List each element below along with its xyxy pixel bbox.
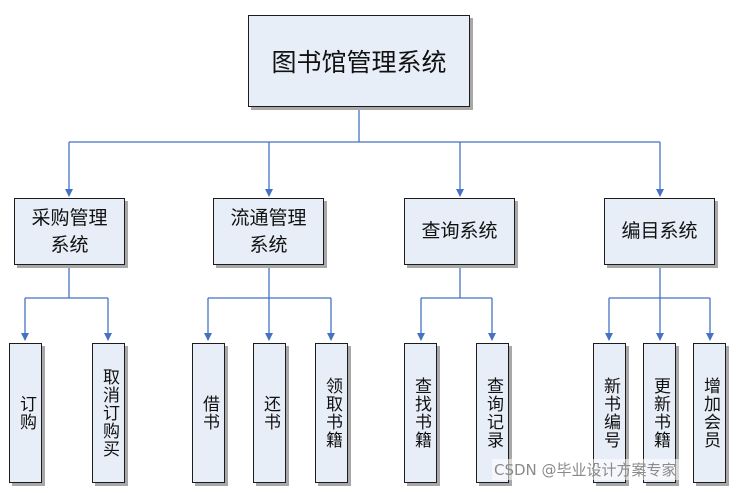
watermark: CSDN @毕业设计方案专家 <box>492 459 679 480</box>
module-circulation-label-line-1: 流通管理 <box>230 206 307 229</box>
leaf-find-books-label: 查找书籍 <box>411 377 431 449</box>
leaf-query-records-label: 查询记录 <box>483 377 503 449</box>
root-node: 图书馆管理系统 <box>248 15 470 107</box>
leaf-order: 订购 <box>9 343 42 483</box>
leaf-return-label: 还书 <box>260 395 280 431</box>
leaf-return: 还书 <box>253 343 286 483</box>
leaf-find-books: 查找书籍 <box>404 343 437 483</box>
leaf-cancel-order: 取消订购买 <box>92 343 125 483</box>
module-cataloging-label: 编目系统 <box>621 220 698 242</box>
module-query-label: 查询系统 <box>421 220 498 242</box>
leaf-add-member-label: 增加会员 <box>700 377 720 449</box>
module-procurement-label-line-2: 系统 <box>50 233 89 256</box>
module-query: 查询系统 <box>404 198 515 265</box>
root-label: 图书馆管理系统 <box>271 48 447 77</box>
leaf-order-label: 订购 <box>16 395 36 431</box>
module-cataloging: 编目系统 <box>604 198 715 265</box>
module-circulation: 流通管理 系统 <box>213 198 324 265</box>
leaf-borrow: 借书 <box>192 343 225 483</box>
leaf-collect-books-label: 领取书籍 <box>322 377 342 449</box>
leaf-new-book-numbering-label: 新书编号 <box>600 377 620 449</box>
leaf-borrow-label: 借书 <box>199 395 219 431</box>
leaf-add-member: 增加会员 <box>693 343 726 483</box>
module-procurement-label-line-1: 采购管理 <box>31 206 108 229</box>
leaf-cancel-order-label: 取消订购买 <box>99 368 119 458</box>
module-procurement: 采购管理 系统 <box>14 198 125 265</box>
leaf-collect-books: 领取书籍 <box>315 343 348 483</box>
module-circulation-label-line-2: 系统 <box>249 233 288 256</box>
leaf-update-books-label: 更新书籍 <box>650 377 670 449</box>
